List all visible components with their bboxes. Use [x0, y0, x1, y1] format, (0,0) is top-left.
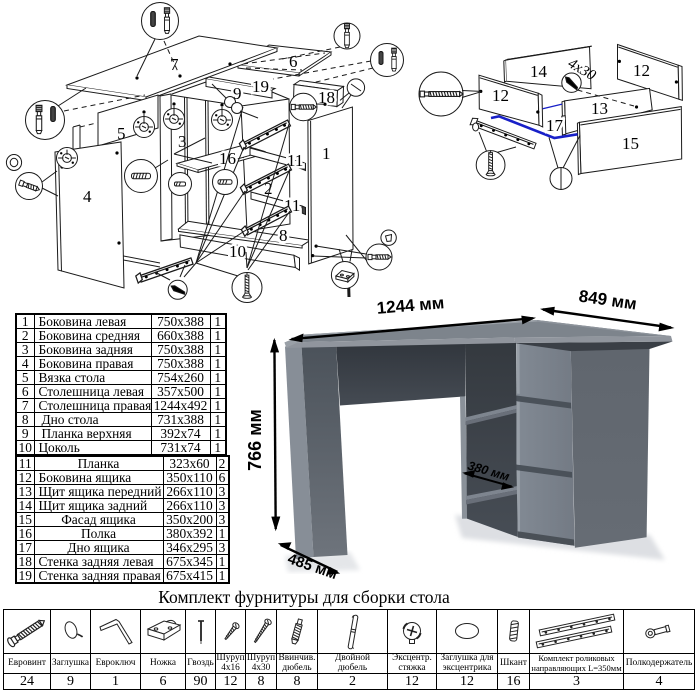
- svg-text:4: 4: [83, 187, 92, 206]
- svg-text:849 мм: 849 мм: [578, 286, 638, 313]
- svg-text:18: 18: [318, 88, 335, 107]
- svg-text:6: 6: [289, 52, 298, 71]
- svg-text:1: 1: [322, 144, 331, 163]
- svg-text:19: 19: [252, 77, 269, 96]
- svg-text:10: 10: [229, 242, 246, 261]
- svg-text:2: 2: [264, 179, 273, 198]
- svg-text:13: 13: [591, 99, 608, 118]
- svg-text:17: 17: [546, 116, 564, 135]
- svg-text:7: 7: [170, 55, 179, 74]
- svg-text:14: 14: [530, 62, 548, 81]
- svg-text:766 мм: 766 мм: [245, 409, 265, 471]
- svg-text:12: 12: [492, 86, 509, 105]
- svg-text:3: 3: [178, 132, 187, 151]
- svg-text:15: 15: [622, 134, 639, 153]
- svg-text:8: 8: [279, 226, 288, 245]
- svg-text:5: 5: [117, 124, 126, 143]
- svg-text:1244 мм: 1244 мм: [376, 293, 445, 318]
- svg-text:12: 12: [633, 61, 650, 80]
